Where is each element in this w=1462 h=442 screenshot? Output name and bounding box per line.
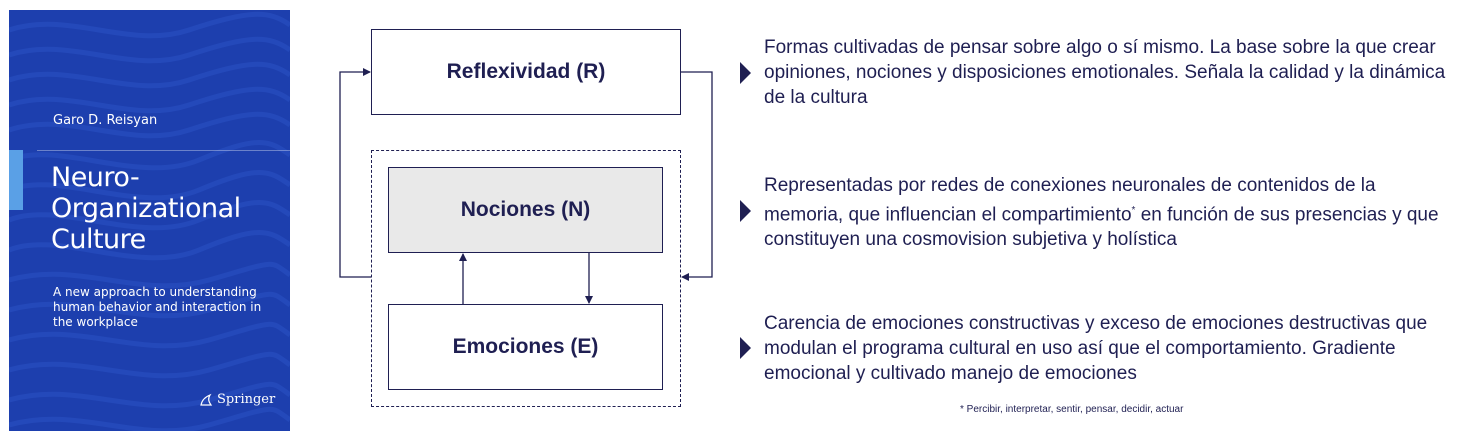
reflexividad-description: Formas cultivadas de pensar sobre algo o… (764, 37, 1446, 108)
nociones-description-text-rest: en función de sus presencias y que const… (764, 204, 1439, 251)
bullet-marker-icon (740, 62, 751, 84)
nociones-description: Representadas por redes de conexiones ne… (764, 173, 1454, 252)
cover-accent-bar (9, 150, 23, 210)
bullet-marker-icon (740, 337, 751, 359)
cover-wave-pattern (9, 11, 290, 431)
emociones-box: Emociones (E) (388, 304, 663, 390)
footnote: * Percibir, interpretar, sentir, pensar,… (960, 404, 1184, 415)
book-title-line: Organizational (51, 193, 241, 224)
reflexividad-box: Reflexividad (R) (371, 29, 681, 115)
book-title-line: Culture (51, 224, 146, 255)
book-title-line: Neuro- (51, 162, 140, 193)
publisher-name: Springer (217, 392, 276, 407)
nociones-description-text: Representadas por redes de conexiones ne… (764, 175, 1376, 226)
book-subtitle: A new approach to understanding human be… (53, 285, 262, 329)
publisher-logo: Springer (199, 392, 275, 407)
loop-arrow-left (339, 68, 371, 278)
footnote-mark: * (1131, 205, 1136, 216)
book-cover-image: Garo D. Reisyan Neuro- Organizational Cu… (9, 10, 290, 431)
nociones-emociones-group (371, 150, 681, 407)
book-author: Garo D. Reisyan (53, 113, 158, 128)
springer-horse-icon (200, 393, 213, 406)
emociones-description: Carencia de emociones constructivas y ex… (764, 313, 1428, 384)
nociones-box: Nociones (N) (388, 167, 663, 253)
loop-arrow-right (680, 71, 713, 281)
bullet-marker-icon (740, 200, 751, 222)
cover-title-panel (37, 150, 290, 431)
book-title: Neuro- Organizational Culture (51, 162, 286, 255)
